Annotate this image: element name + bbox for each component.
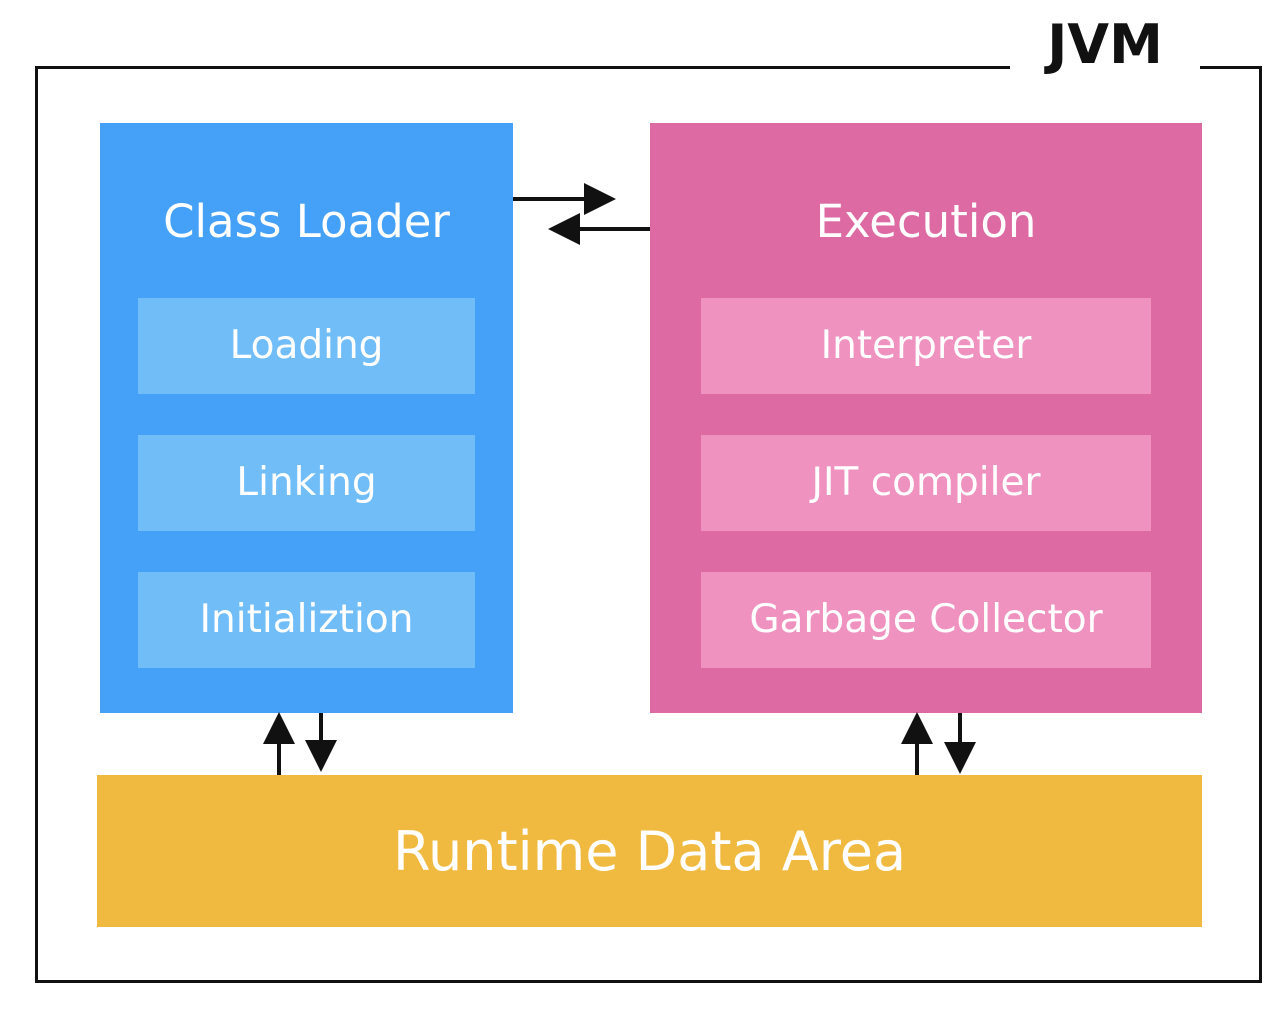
jvm-title: JVM: [1047, 13, 1163, 76]
jit-compiler-step: JIT compiler: [701, 435, 1151, 531]
linking-step: Linking: [138, 435, 475, 531]
execution-box: Execution Interpreter JIT compiler Garba…: [650, 123, 1202, 713]
interpreter-step: Interpreter: [701, 298, 1151, 394]
frame-title-gap: [1010, 60, 1200, 74]
loading-step: Loading: [138, 298, 475, 394]
jvm-frame: [35, 66, 1262, 983]
class-loader-box: Class Loader Loading Linking Initializti…: [100, 123, 513, 713]
runtime-data-area-title: Runtime Data Area: [392, 820, 907, 883]
initialization-step: Initializtion: [138, 572, 475, 668]
execution-title: Execution: [815, 195, 1037, 248]
runtime-data-area-box: Runtime Data Area: [97, 775, 1202, 927]
garbage-collector-step: Garbage Collector: [701, 572, 1151, 668]
class-loader-title: Class Loader: [163, 195, 450, 248]
